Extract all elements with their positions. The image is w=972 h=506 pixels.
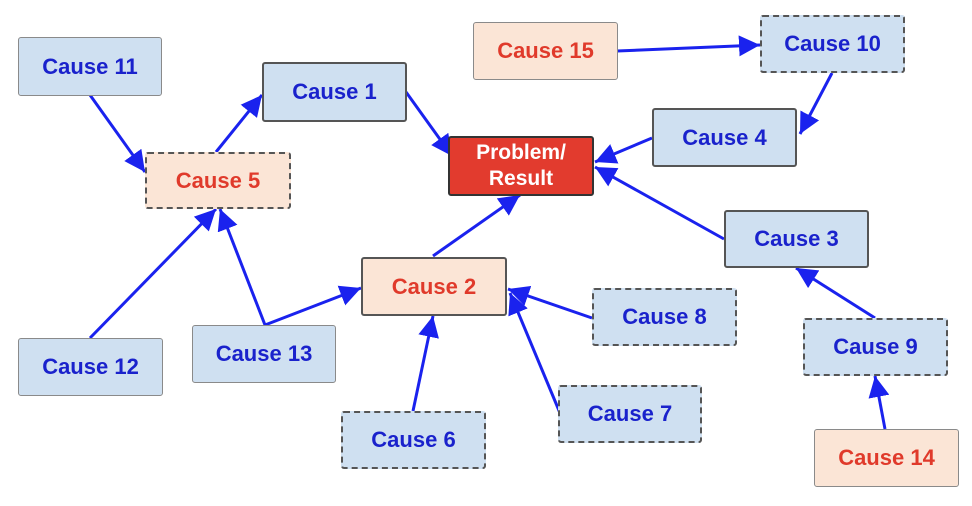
arrow-c13-c2 xyxy=(264,285,362,327)
cause-12-node: Cause 12 xyxy=(18,338,163,396)
cause-1-node: Cause 1 xyxy=(262,62,407,122)
arrow-c9-c3 xyxy=(795,266,876,320)
problem-result-node: Problem/ Result xyxy=(448,136,594,196)
arrow-c13-c5 xyxy=(217,208,267,326)
cause-13-node: Cause 13 xyxy=(192,325,336,383)
arrow-c2-problem xyxy=(432,193,521,258)
cause-6-node: Cause 6 xyxy=(341,411,486,469)
arrow-c8-c2 xyxy=(507,285,593,320)
cause-2-node: Cause 2 xyxy=(361,257,507,316)
cause-15-node: Cause 15 xyxy=(473,22,618,80)
arrow-c6-c2 xyxy=(411,315,439,412)
arrow-c5-c1 xyxy=(214,94,264,153)
arrow-c4-problem xyxy=(594,136,653,164)
cause-14-node: Cause 14 xyxy=(814,429,959,487)
cause-10-node: Cause 10 xyxy=(760,15,905,73)
cause-11-node: Cause 11 xyxy=(18,37,162,96)
arrow-c3-problem xyxy=(594,165,725,241)
arrow-c11-c5 xyxy=(88,94,147,173)
arrow-c12-c5 xyxy=(88,207,218,340)
arrow-c14-c9 xyxy=(868,375,890,430)
arrow-c15-c10 xyxy=(616,35,761,57)
arrow-c10-c4 xyxy=(798,72,834,135)
arrow-c7-c2 xyxy=(508,292,562,414)
cause-5-node: Cause 5 xyxy=(145,152,291,209)
cause-8-node: Cause 8 xyxy=(592,288,737,346)
cause-3-node: Cause 3 xyxy=(724,210,869,268)
arrow-c1-problem xyxy=(404,91,454,157)
cause-7-node: Cause 7 xyxy=(558,385,702,443)
cause-4-node: Cause 4 xyxy=(652,108,797,167)
cause-9-node: Cause 9 xyxy=(803,318,948,376)
